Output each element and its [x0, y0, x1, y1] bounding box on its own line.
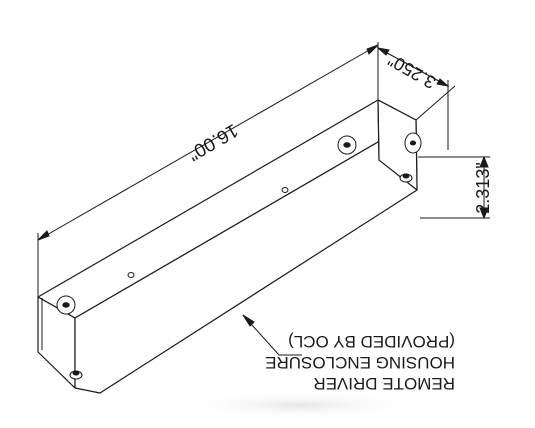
knockout-hole-left: [56, 295, 76, 315]
callout-line-3: (PROVIDED BY OCL): [288, 332, 455, 351]
screw-bottom-left: [69, 370, 83, 380]
housing-enclosure: [37, 99, 418, 394]
knockout-hole-end: [404, 132, 422, 154]
screw-bottom-right: [399, 173, 413, 183]
mounting-hole-small: [127, 187, 289, 278]
dimension-height: [418, 155, 490, 220]
ground-shadow: [180, 391, 420, 419]
height-dimension-label: 2.313": [473, 162, 493, 213]
callout-line-2: HOUSING ENCLOSURE: [265, 353, 455, 372]
length-dimension-label: 16.00": [184, 119, 242, 164]
fasteners: [56, 132, 422, 380]
callout-text: REMOTE DRIVER HOUSING ENCLOSURE (PROVIDE…: [265, 332, 455, 393]
dimension-width: [376, 47, 456, 150]
width-dimension-label: 3.250": [385, 50, 440, 93]
dimension-length: [37, 42, 379, 297]
knockout-hole-right: [337, 135, 357, 155]
callout-line-1: REMOTE DRIVER: [313, 374, 455, 393]
callout-leader: [242, 314, 302, 356]
